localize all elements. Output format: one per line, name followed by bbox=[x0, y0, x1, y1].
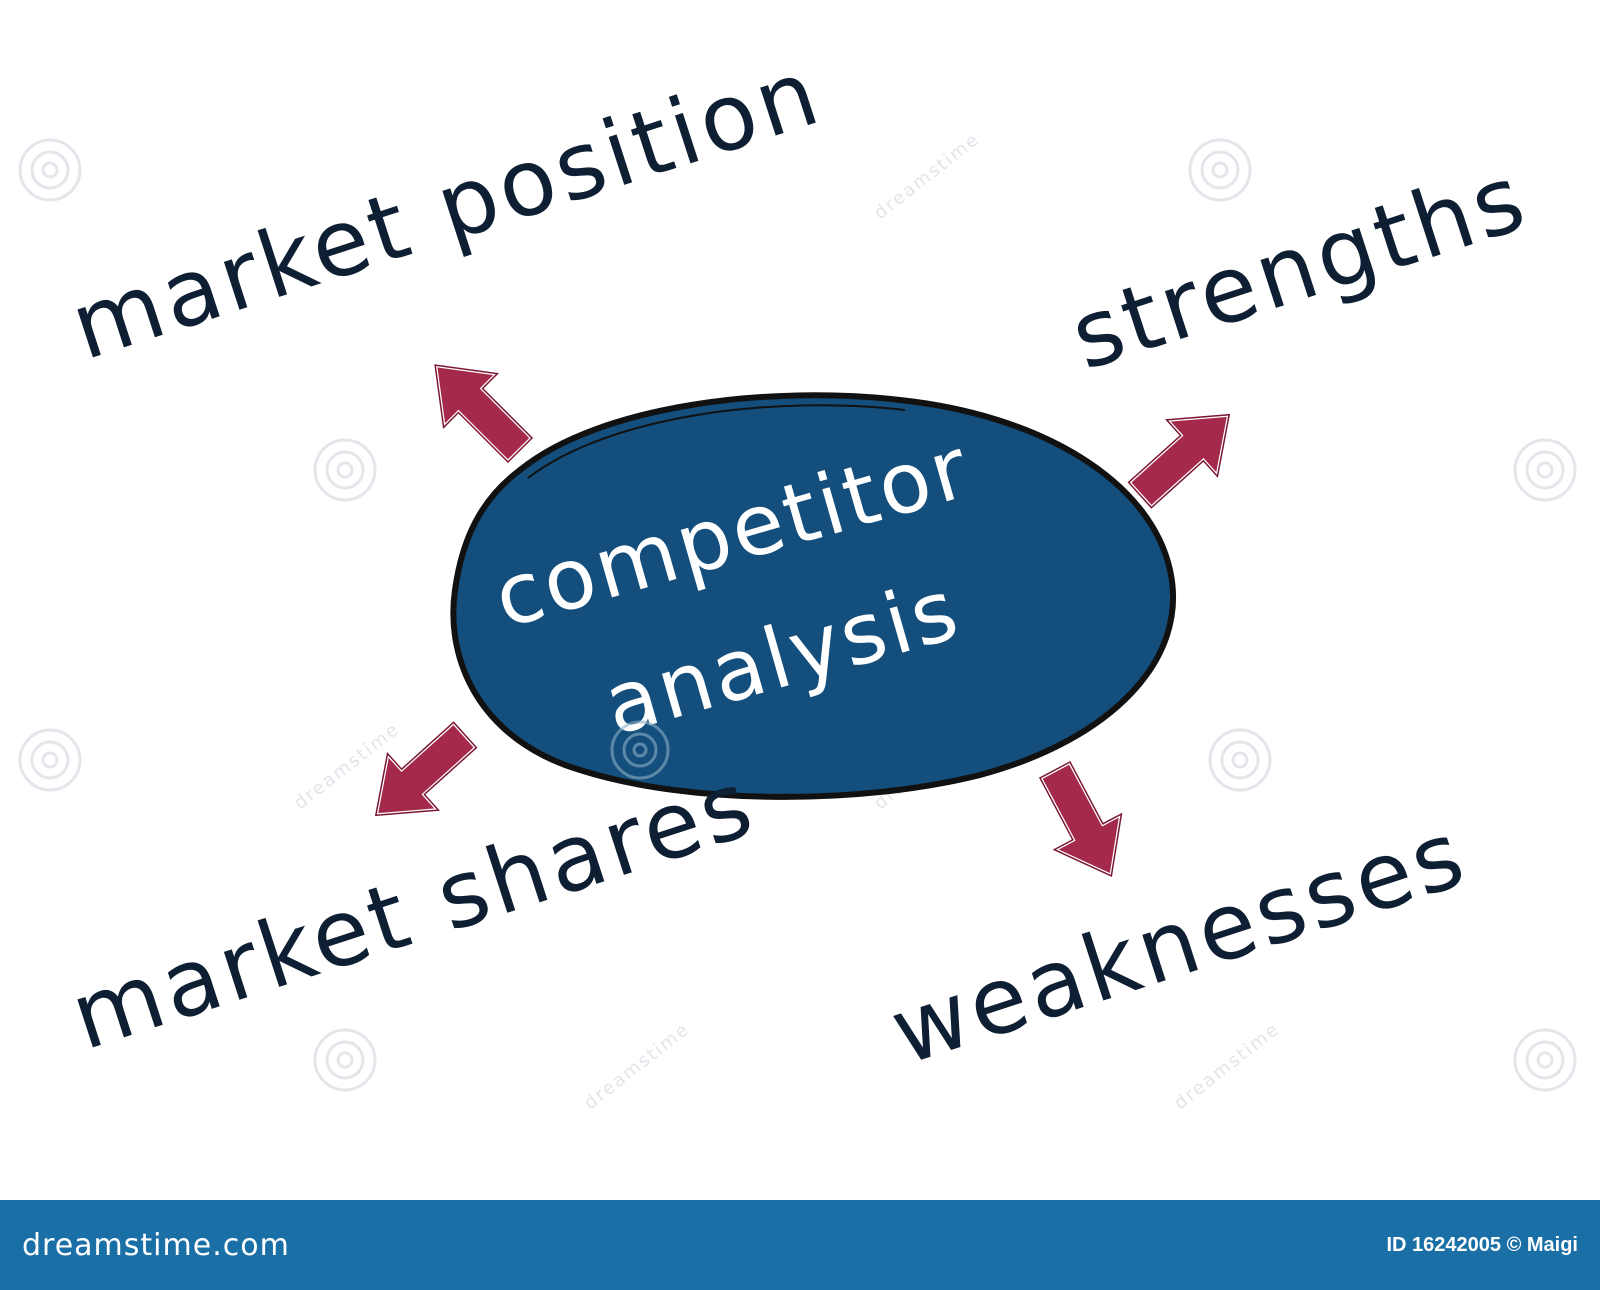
arrow-to-market-position bbox=[408, 338, 547, 477]
watermark-text: dreamstime bbox=[1170, 1019, 1284, 1114]
footer-credit: ID 16242005 © Maigi bbox=[1386, 1233, 1578, 1256]
label-strengths: strengths bbox=[1059, 143, 1540, 390]
watermark-swirl-icon bbox=[1188, 138, 1252, 202]
watermark-swirl-icon bbox=[18, 138, 82, 202]
label-market-position: market position bbox=[59, 38, 834, 381]
footer-bar: dreamstime.com ID 16242005 © Maigi bbox=[0, 1200, 1600, 1290]
watermark-swirl-icon bbox=[313, 438, 377, 502]
arrow-to-weaknesses bbox=[1021, 752, 1144, 894]
center-node: competitor analysis bbox=[450, 392, 1177, 800]
watermark-swirl-icon bbox=[313, 1028, 377, 1092]
watermark-swirl-icon bbox=[1208, 728, 1272, 792]
label-weaknesses: weaknesses bbox=[879, 800, 1480, 1086]
center-ellipse-sketch-line bbox=[527, 404, 906, 479]
mind-map-diagram: dreamstime dreamstime dreamstime dreamst… bbox=[18, 38, 1577, 1114]
watermark-swirl-icon bbox=[1513, 438, 1577, 502]
watermark-swirl-icon bbox=[610, 720, 670, 780]
diagram-canvas: dreamstime dreamstime dreamstime dreamst… bbox=[18, 38, 1577, 1114]
footer-brand[interactable]: dreamstime.com bbox=[22, 1227, 290, 1263]
watermark-text: dreamstime bbox=[870, 129, 984, 224]
watermark-text: dreamstime bbox=[580, 1019, 694, 1114]
watermark-swirl-icon bbox=[18, 728, 82, 792]
watermark-swirl-icon bbox=[1513, 1028, 1577, 1092]
arrow-to-market-shares bbox=[348, 704, 493, 846]
center-ellipse bbox=[450, 392, 1177, 800]
